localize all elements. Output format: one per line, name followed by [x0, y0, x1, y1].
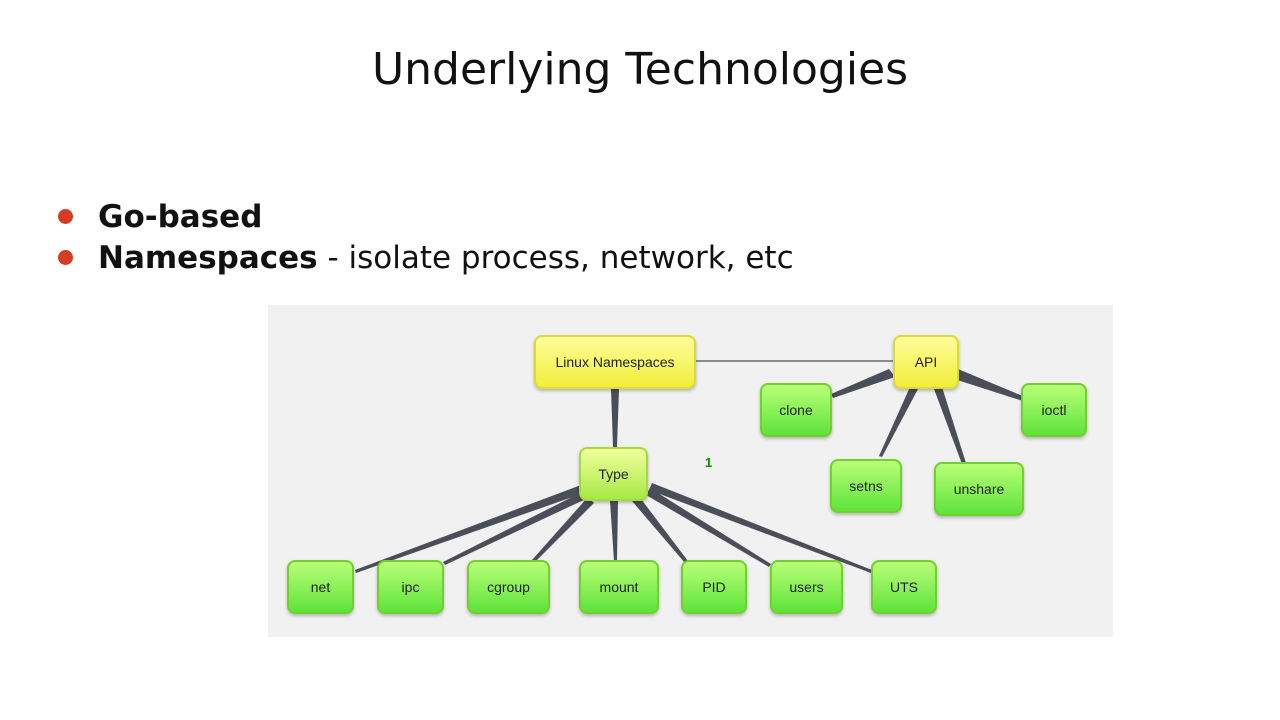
edge-api-clone — [831, 369, 895, 398]
bullet-bold-text: Go-based — [98, 198, 263, 235]
bullet-dot-icon — [58, 250, 73, 265]
diagram-edges — [355, 360, 1025, 573]
edge-api-ioctl — [954, 369, 1025, 401]
edge-type-cgroup — [532, 497, 594, 563]
bullet-item: Go-based — [58, 196, 794, 237]
bullet-dot-icon — [58, 209, 73, 224]
node-setns: setns — [830, 459, 902, 513]
edge-type-pid — [632, 495, 688, 563]
count-badge: 1 — [705, 455, 713, 470]
node-clone: clone — [760, 383, 832, 437]
node-mount: mount — [579, 560, 659, 614]
node-cgroup: cgroup — [467, 560, 550, 614]
node-type: Type — [579, 447, 648, 501]
edge-linux-type — [611, 389, 619, 447]
node-users: users — [770, 560, 843, 614]
edge-api-unshare — [934, 387, 966, 464]
edge-type-mount — [610, 501, 618, 561]
node-unshare: unshare — [934, 462, 1024, 516]
bullet-list: Go-based Namespaces - isolate process, n… — [58, 196, 794, 278]
bullet-item: Namespaces - isolate process, network, e… — [58, 237, 794, 278]
bullet-rest-text: - isolate process, network, etc — [317, 239, 794, 276]
node-uts: UTS — [871, 560, 937, 614]
node-api: API — [893, 335, 959, 389]
node-ioctl: ioctl — [1021, 383, 1087, 437]
edge-type-net — [355, 485, 584, 573]
edge-type-users — [646, 488, 771, 567]
bullet-bold-text: Namespaces — [98, 239, 318, 276]
namespace-diagram: Linux Namespaces API clone ioctl setns u… — [268, 305, 1113, 637]
node-pid: PID — [681, 560, 747, 614]
slide-title: Underlying Technologies — [371, 44, 909, 95]
node-ipc: ipc — [377, 560, 444, 614]
node-linux-namespaces: Linux Namespaces — [534, 335, 696, 389]
edge-api-setns — [879, 387, 918, 457]
node-net: net — [287, 560, 354, 614]
edge-type-uts — [649, 483, 872, 573]
edge-type-ipc — [443, 491, 588, 565]
